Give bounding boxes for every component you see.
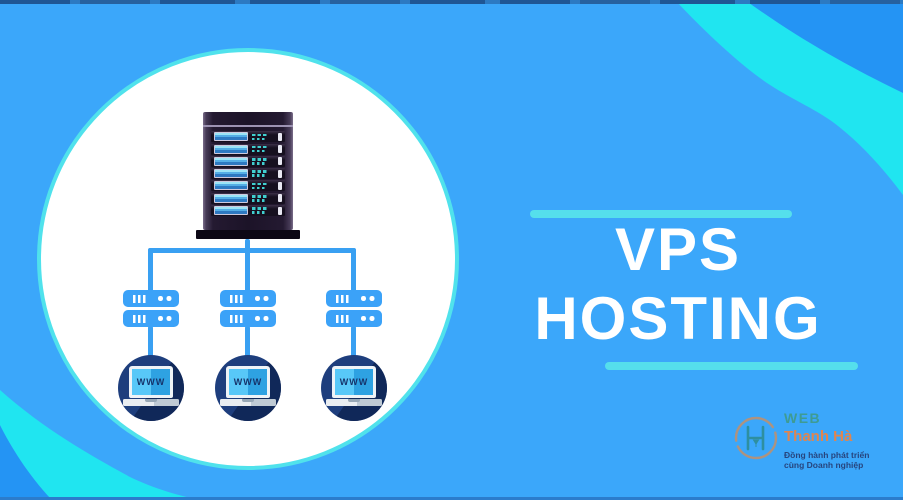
laptop-screen: WWW (332, 366, 376, 398)
led-dash-row (252, 133, 268, 137)
connector-vps-to-client-left (148, 326, 153, 360)
status-leds (252, 170, 268, 177)
rack-server-unit (211, 180, 285, 192)
server-rack-base (196, 230, 300, 239)
vps-server-node (326, 290, 382, 330)
laptop-icon: WWW (215, 355, 281, 421)
logo-brand-top: WEB (784, 410, 822, 426)
drive-bay (214, 144, 248, 154)
server-rack-units (203, 127, 293, 217)
laptop-base (220, 399, 276, 406)
logo-tagline-line2: cùng Doanh nghiệp (784, 460, 864, 470)
led-dash-row (252, 170, 268, 173)
laptop-screen: WWW (226, 366, 270, 398)
title-rule-bottom (605, 362, 858, 370)
client-website-node: WWW (215, 355, 281, 421)
drive-bay (214, 156, 248, 166)
rack-server-unit (211, 205, 285, 217)
vps-server-row (326, 290, 382, 307)
www-label: WWW (233, 377, 263, 387)
vps-server-node (220, 290, 276, 330)
led-dash-row (252, 182, 268, 186)
client-website-node: WWW (118, 355, 184, 421)
connector-drop-right (351, 248, 356, 292)
rack-server-unit (211, 131, 285, 143)
led-dot-row (252, 137, 265, 141)
vps-server-row (123, 290, 179, 307)
rack-server-unit (211, 192, 285, 204)
connector-vps-to-client-right (351, 326, 356, 360)
www-label: WWW (136, 377, 166, 387)
rack-server-unit (211, 155, 285, 167)
top-edge-strip (0, 0, 903, 4)
led-dash-row (252, 195, 268, 198)
led-dash-row (252, 145, 268, 149)
connector-bus (148, 248, 356, 253)
led-dot-row (252, 199, 265, 202)
laptop-base (326, 399, 382, 406)
banner-title-line1: VPS (614, 216, 742, 283)
vps-server-row (326, 310, 382, 327)
rack-server-unit (211, 168, 285, 180)
status-leds (252, 182, 268, 190)
drive-bay (214, 169, 248, 179)
drive-bay (214, 132, 248, 142)
power-slot (278, 132, 282, 141)
power-slot (278, 206, 282, 215)
connector-drop-center (245, 248, 250, 292)
led-dot-row (252, 162, 265, 165)
led-dash-row (252, 207, 268, 210)
rack-server-unit (211, 143, 285, 155)
status-leds (252, 133, 268, 141)
led-dot-row (252, 149, 265, 153)
connector-rack-to-bus (245, 239, 250, 251)
banner-title-line2: HOSTING (534, 285, 822, 352)
drive-bay (214, 206, 248, 216)
status-leds (252, 158, 268, 165)
power-slot (278, 145, 282, 154)
status-leds (252, 207, 268, 214)
title-rule-top (530, 210, 792, 218)
vps-server-row (123, 310, 179, 327)
vps-server-node (123, 290, 179, 330)
vps-server-row (220, 310, 276, 327)
web-thanh-ha-logo: WEB Thanh Hà Đồng hành phát triển cùng D… (728, 404, 898, 474)
logo-tagline-line1: Đồng hành phát triển (784, 450, 870, 460)
status-leds (252, 145, 268, 153)
power-slot (278, 181, 282, 190)
laptop-icon: WWW (321, 355, 387, 421)
drive-bay (214, 193, 248, 203)
power-slot (278, 157, 282, 166)
www-label: WWW (339, 377, 369, 387)
power-slot (278, 194, 282, 203)
laptop-icon: WWW (118, 355, 184, 421)
logo-brand-bottom: Thanh Hà (784, 428, 853, 445)
connector-drop-left (148, 248, 153, 292)
bottom-edge-strip (0, 497, 903, 500)
led-dot-row (252, 174, 265, 177)
vps-server-row (220, 290, 276, 307)
status-leds (252, 195, 268, 202)
logo-monogram-icon (734, 416, 778, 460)
drive-bay (214, 181, 248, 191)
connector-vps-to-client-center (245, 326, 250, 360)
server-rack (203, 112, 293, 230)
led-dash-row (252, 158, 268, 161)
power-slot (278, 169, 282, 178)
bottom-left-swoosh-decoration (0, 390, 200, 500)
top-right-swoosh-decoration (675, 0, 903, 195)
laptop-screen: WWW (129, 366, 173, 398)
led-dot-row (252, 211, 265, 214)
client-website-node: WWW (321, 355, 387, 421)
laptop-base (123, 399, 179, 406)
server-rack-top-rail (203, 112, 293, 127)
led-dot-row (252, 186, 265, 190)
